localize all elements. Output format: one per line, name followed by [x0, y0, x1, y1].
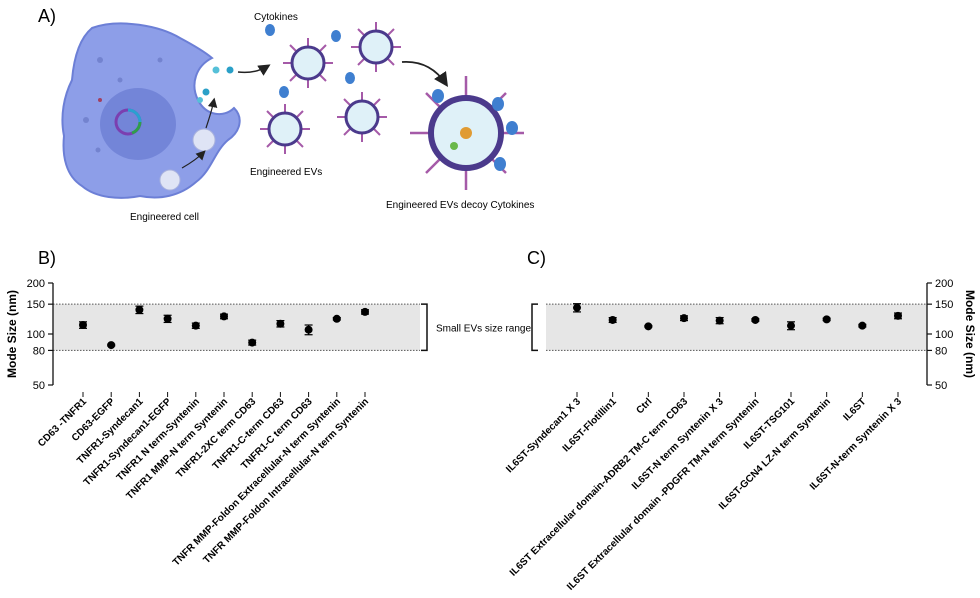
panel-c-chart: C) 50 80 100 150 200 Mode Size (nm) IL6ST-Sy…: [504, 248, 977, 593]
data-point: [276, 319, 285, 328]
data-point: [644, 322, 653, 331]
y-ticks: 50 80 100 150 200: [927, 278, 953, 392]
data-point: [220, 312, 228, 321]
y-tick-label: 150: [27, 299, 45, 311]
category-label: CD63 -TNFR1: [36, 396, 89, 449]
panel-b-label: B): [38, 248, 56, 268]
decoy-label: Engineered EVs decoy Cytokines: [386, 200, 534, 211]
data-point: [332, 314, 341, 323]
data-point: [751, 315, 760, 324]
y-axis-label: Mode Size (nm): [5, 290, 19, 378]
data-point: [248, 338, 257, 347]
cytokines-label: Cytokines: [254, 12, 298, 23]
y-ticks: 50 80 100 150 200: [27, 278, 53, 392]
y-tick-label: 50: [935, 380, 947, 392]
multivesicular-body-icon: [192, 128, 216, 152]
decoy-ev-icon: [410, 76, 524, 190]
data-points: [573, 303, 902, 331]
y-tick-label: 50: [33, 380, 45, 392]
ev-icon: [337, 92, 387, 142]
engineered-cell-label: Engineered cell: [130, 212, 199, 223]
data-point: [822, 315, 831, 324]
nucleus: [100, 88, 176, 160]
y-tick-label: 200: [27, 278, 45, 290]
panel-a-label: A): [38, 6, 56, 26]
size-range-label: Small EVs size range: [436, 323, 531, 334]
data-point: [715, 316, 724, 325]
ev-icon: [351, 22, 401, 72]
y-tick-label: 150: [935, 299, 953, 311]
size-range-bracket: [421, 303, 428, 352]
ev-icon: [283, 38, 333, 88]
category-label: Ctrl: [634, 396, 654, 416]
category-label: IL6ST: [841, 396, 868, 423]
y-tick-label: 80: [33, 345, 45, 357]
data-point: [107, 341, 116, 350]
y-axis-label: Mode Size (nm): [963, 290, 977, 378]
data-point: [894, 311, 902, 320]
data-point: [608, 315, 617, 324]
panel-c-label: C): [527, 248, 546, 268]
ev-icon: [260, 104, 310, 154]
size-range-bracket: [531, 303, 538, 352]
y-tick-label: 100: [935, 329, 953, 341]
panel-b-chart: B) 50 80 100 150 200 Mode Size (nm) CD63 -TN…: [5, 248, 531, 568]
data-points: [79, 305, 369, 350]
y-tick-label: 80: [935, 345, 947, 357]
y-tick-label: 200: [935, 278, 953, 290]
multivesicular-body-icon: [159, 169, 181, 191]
cytokine-icon: [265, 24, 355, 98]
category-labels: CD63 -TNFR1CD63-EGFPTNFR1-Syndecan1TNFR1…: [36, 392, 371, 568]
size-range-band: [546, 304, 927, 351]
engineered-evs-label: Engineered EVs: [250, 167, 322, 178]
data-point: [787, 321, 795, 330]
panel-a-illustration: A) Engineered cell Cytokines Engineered …: [38, 6, 534, 223]
data-point: [163, 314, 172, 323]
data-point: [680, 314, 688, 323]
data-point: [304, 325, 313, 334]
y-tick-label: 100: [27, 329, 45, 341]
data-point: [858, 321, 867, 330]
data-point: [361, 307, 369, 316]
data-point: [191, 321, 200, 330]
data-point: [79, 321, 87, 330]
data-point: [573, 303, 581, 312]
data-point: [135, 305, 144, 314]
